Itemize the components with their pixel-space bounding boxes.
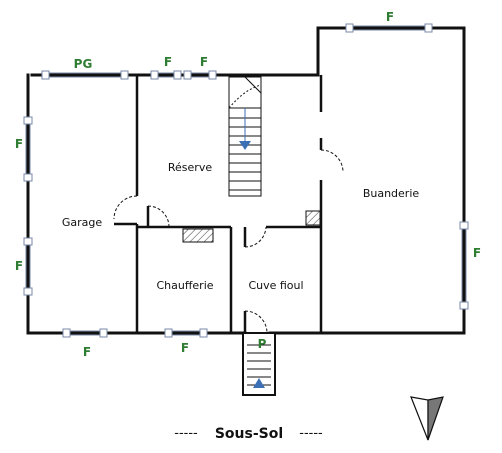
interior-staircase (228, 76, 262, 197)
door-swing-exit (244, 310, 268, 334)
room-label-chaufferie: Chaufferie (156, 279, 213, 292)
opening-labels: PG F F F F F F F F P (15, 10, 481, 359)
floor-title: Sous-Sol (215, 426, 283, 442)
room-label-buanderie: Buanderie (363, 187, 420, 200)
interior-walls (114, 75, 323, 333)
wall-north-east (30, 26, 466, 335)
boiler-fixture (182, 228, 214, 243)
caption-dashes-left: ----- (174, 426, 198, 441)
wall-west (26, 73, 138, 335)
exterior-staircase (242, 332, 276, 396)
window-frame (120, 70, 129, 80)
floor-caption: ----- Sous-Sol ----- (174, 426, 323, 442)
opening-label-f: F (200, 55, 208, 69)
door-swing-buanderie (320, 149, 344, 173)
caption-dashes-right: ----- (299, 426, 323, 441)
room-label-reserve: Réserve (168, 161, 212, 174)
opening-label-f: F (164, 55, 172, 69)
door-swings (113, 149, 344, 334)
shaft-fixture (305, 210, 321, 226)
opening-label-f: F (83, 345, 91, 359)
door-swing-cuve (244, 226, 267, 248)
room-label-cuve-fioul: Cuve fioul (248, 279, 303, 292)
windows (23, 23, 469, 338)
window-frame (41, 70, 50, 80)
opening-label-f: F (181, 341, 189, 355)
room-labels: Réserve Garage Buanderie Chaufferie Cuve… (62, 161, 420, 292)
door-swing-reserve (147, 205, 170, 228)
stair-down-arrow-icon (239, 141, 251, 150)
stair-up-arrow-icon (253, 378, 265, 388)
room-label-garage: Garage (62, 216, 103, 229)
opening-label-f: F (386, 10, 394, 24)
door-swing-garage (113, 195, 138, 220)
opening-label-f: F (15, 259, 23, 273)
north-arrow-icon (410, 396, 444, 441)
opening-label-p: P (258, 337, 267, 351)
opening-label-f: F (15, 137, 23, 151)
hatched-fixtures (182, 210, 321, 243)
opening-label-pg: PG (74, 57, 93, 71)
opening-label-f: F (473, 246, 481, 260)
